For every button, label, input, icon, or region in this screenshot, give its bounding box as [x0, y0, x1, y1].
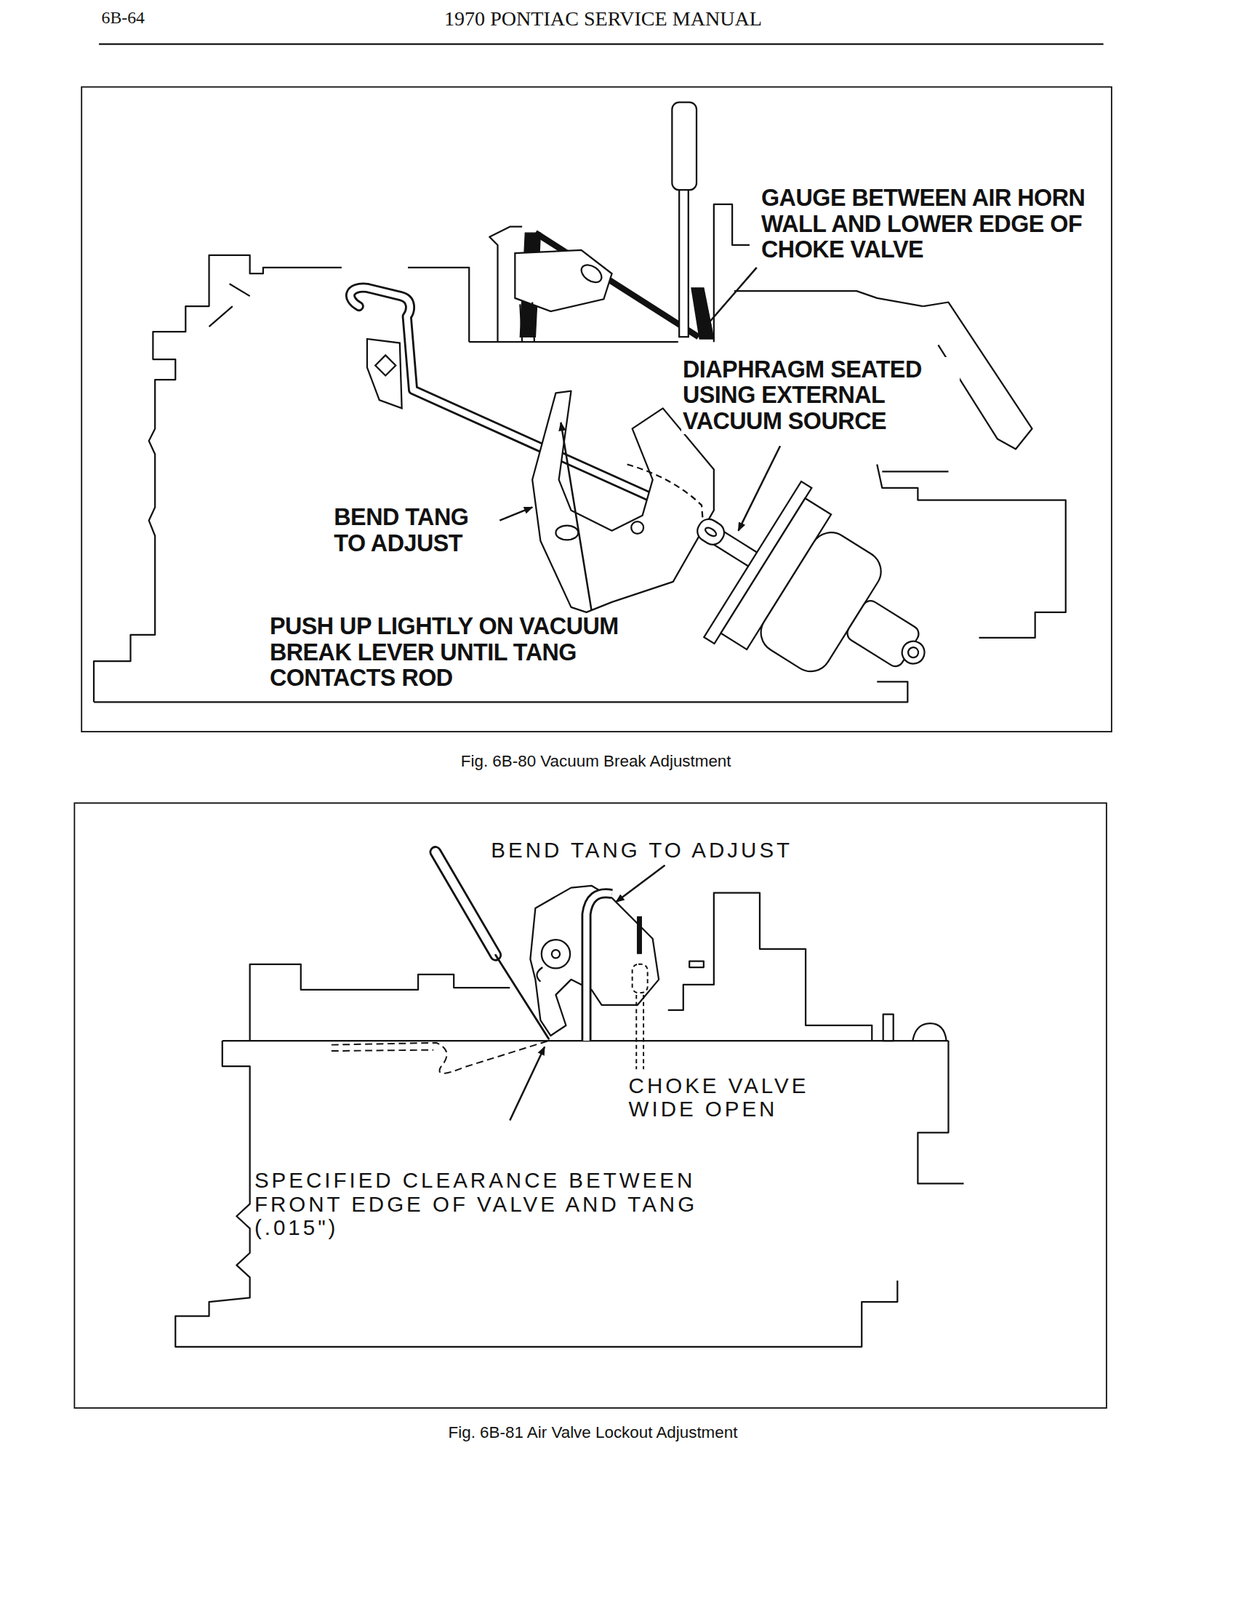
carburetor-body-part [734, 290, 923, 307]
leader-arrow-part [509, 1046, 545, 1120]
lockout-lever-part [541, 939, 571, 968]
callout-label: BEND TANG TO ADJUST [332, 504, 499, 557]
carburetor-body-part [209, 283, 251, 327]
choke-lever-part [578, 261, 605, 286]
callout-label: CHOKE VALVE WIDE OPEN [627, 1073, 835, 1122]
gauge-tool-part [435, 852, 496, 956]
choke-bracket-part [367, 338, 403, 408]
choke-bracket [367, 338, 403, 408]
carburetor-body [93, 204, 1066, 702]
leader-arrow-part [738, 445, 781, 531]
gauge-tool-part [671, 102, 697, 191]
carburetor-body-part [917, 1040, 964, 1183]
carburetor-body-part [912, 1022, 946, 1041]
choke-valve-part [635, 994, 637, 1069]
carburetor-body-part [876, 464, 1066, 638]
vacuum-diaphragm-part [693, 515, 728, 549]
carburetor-body-part [250, 964, 511, 1041]
lockout-lever [530, 885, 659, 1036]
choke-bracket-part [375, 354, 396, 376]
vacuum-diaphragm [650, 447, 969, 742]
vacuum-diaphragm-part [905, 644, 920, 659]
choke-rod-part [586, 892, 613, 1041]
page-title: 1970 PONTIAC SERVICE MANUAL [285, 7, 922, 31]
vacuum-break-lever-part [631, 521, 644, 534]
figure-frame [74, 802, 1106, 1408]
carburetor-body-part [883, 1014, 894, 1041]
leader-arrow-part [499, 506, 533, 520]
air-valve-hidden [331, 1040, 549, 1074]
carburetor-body-part [713, 204, 750, 342]
figure-frame-part [74, 802, 1106, 1408]
header-rule-part [98, 43, 1104, 46]
figure-frame-part [81, 87, 1112, 732]
air-valve-hidden-part [331, 1040, 549, 1074]
vacuum-diaphragm-part [897, 636, 930, 669]
choke-valve-part [691, 287, 714, 339]
choke-rod [586, 892, 613, 1041]
header-rule [98, 43, 1104, 46]
choke-valve [632, 916, 648, 1069]
carburetor-body-part [175, 1040, 898, 1347]
air-valve-hidden-part [331, 1049, 434, 1051]
lockout-lever-part [530, 885, 659, 1036]
choke-lever-part [519, 302, 535, 343]
carburetor-body-part [668, 892, 873, 1041]
gauge-tool-part [679, 189, 689, 337]
figure-caption: Fig. 6B-80 Vacuum Break Adjustment [288, 752, 904, 771]
callout-label: PUSH UP LIGHTLY ON VACUUM BREAK LEVER UN… [268, 613, 659, 692]
callout-label: GAUGE BETWEEN AIR HORN WALL AND LOWER ED… [759, 185, 1105, 264]
choke-valve-part [636, 916, 642, 954]
callout-label: SPECIFIED CLEARANCE BETWEEN FRONT EDGE O… [253, 1168, 736, 1239]
figure-caption: Fig. 6B-81 Air Valve Lockout Adjustment [285, 1423, 901, 1442]
vacuum-break-lever-part [555, 525, 579, 541]
choke-rod-part [586, 892, 613, 1041]
choke-valve-part [632, 964, 648, 993]
carburetor-body-part [881, 470, 949, 472]
page-number: 6B-64 [100, 7, 147, 27]
leader-arrow [499, 267, 781, 611]
leader-arrow-part [615, 865, 665, 902]
carburetor-body-part [689, 961, 704, 967]
lockout-lever-part [551, 949, 560, 958]
figure-frame [81, 87, 1112, 732]
vacuum-diaphragm-part [703, 525, 718, 538]
carburetor-body-part [468, 340, 679, 343]
callout-label: DIAPHRAGM SEATED USING EXTERNAL VACUUM S… [681, 356, 960, 435]
choke-lever [514, 250, 612, 342]
callout-label: BEND TANG TO ADJUST [489, 838, 794, 862]
lockout-lever-part [536, 966, 543, 982]
choke-lever-part [514, 250, 612, 312]
gauge-tool [671, 102, 697, 338]
carburetor-body-part [407, 267, 469, 342]
choke-valve-part [642, 994, 645, 1069]
leader-arrow-part [703, 267, 757, 329]
vacuum-break-lever-part [627, 464, 704, 531]
gauge-tool-part [435, 852, 496, 956]
leader-arrow-part [560, 422, 592, 611]
